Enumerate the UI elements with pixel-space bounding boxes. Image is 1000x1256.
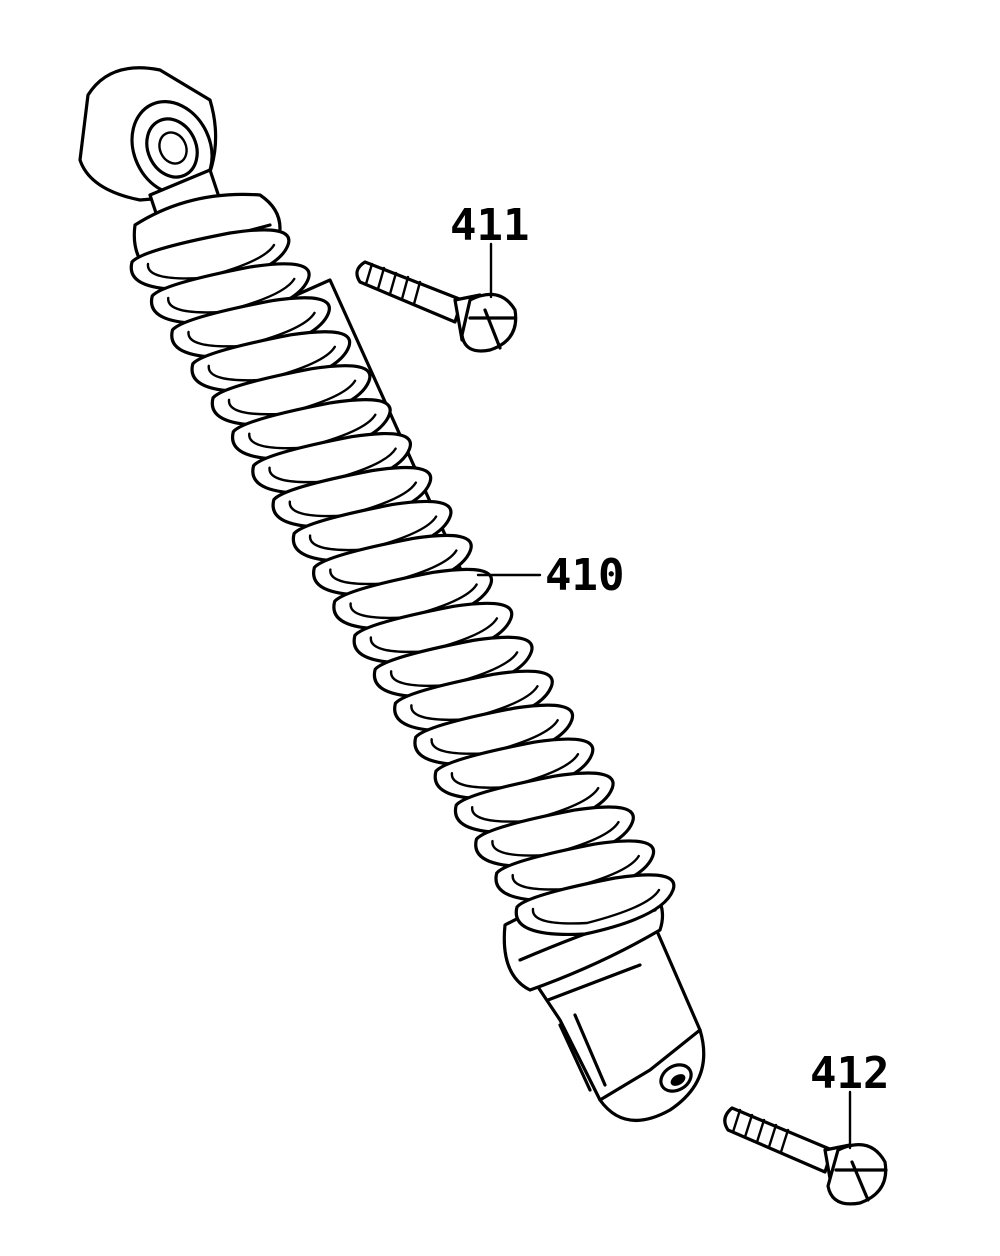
- lower-bolt-part: [723, 1106, 888, 1206]
- label-410: 410: [545, 550, 624, 601]
- spring-coil-loop: [514, 873, 676, 937]
- upper-bolt-part: [355, 260, 518, 353]
- label-411: 411: [450, 200, 529, 251]
- spring-coil-inner-edge: [531, 888, 661, 925]
- shock-absorber-part: [78, 66, 706, 1122]
- leader-lines: [476, 242, 852, 1150]
- label-412: 412: [810, 1048, 889, 1099]
- coil-spring: [129, 228, 676, 937]
